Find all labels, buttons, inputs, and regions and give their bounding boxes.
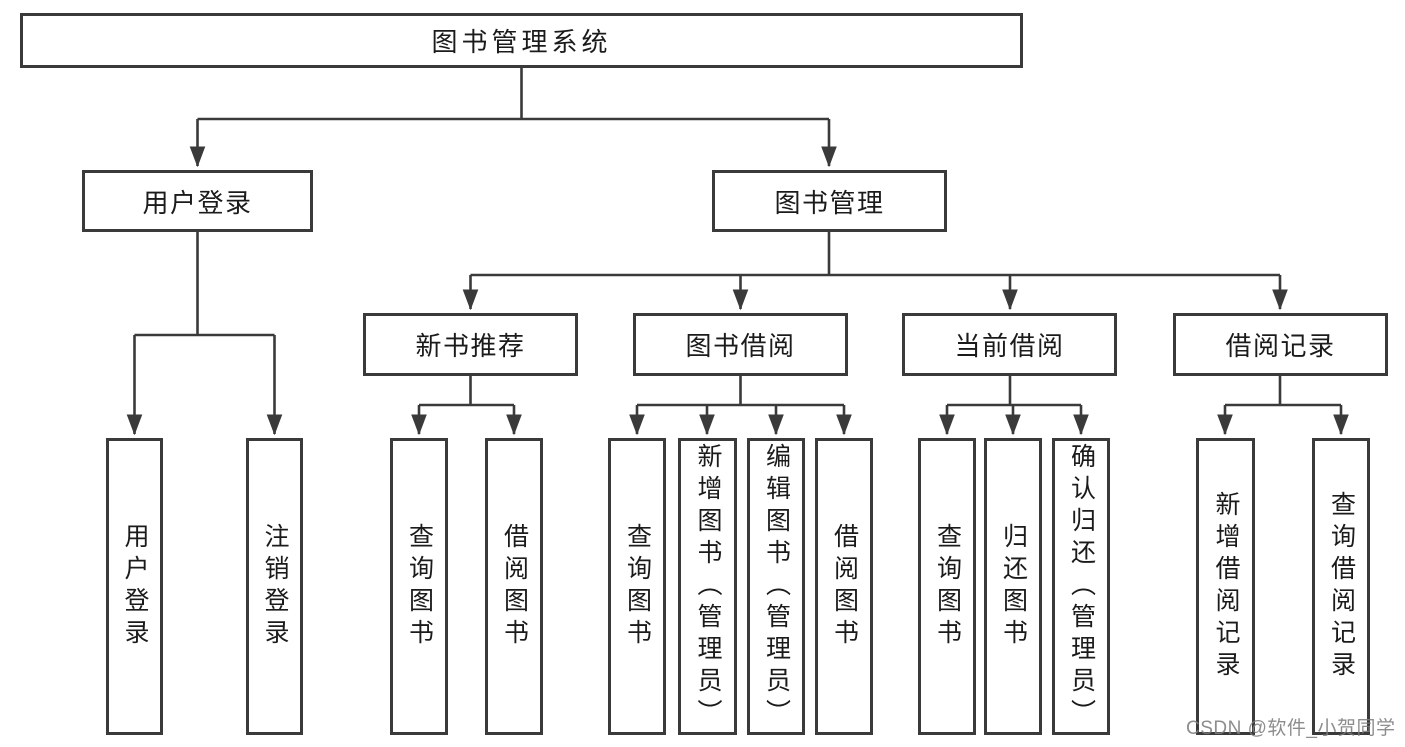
node-book-management: 图书管理	[712, 170, 947, 232]
node-borrowing-records: 借阅记录	[1173, 313, 1388, 376]
node-leaf-user-login: 用户登录	[106, 438, 163, 735]
node-book-borrowing: 图书借阅	[633, 313, 848, 376]
node-leaf-add-books-admin: 新增图书（管理员）	[678, 438, 737, 735]
node-leaf-query-borrow-record: 查询借阅记录	[1312, 438, 1370, 735]
node-leaf-borrow-books: 借阅图书	[815, 438, 873, 735]
node-leaf-edit-books-admin: 编辑图书（管理员）	[747, 438, 805, 735]
node-library-management-system: 图书管理系统	[20, 13, 1023, 68]
node-leaf-add-borrow-record: 新增借阅记录	[1196, 438, 1255, 735]
node-leaf-return-books: 归还图书	[984, 438, 1042, 735]
node-current-borrowing: 当前借阅	[902, 313, 1117, 376]
node-user-login: 用户登录	[82, 170, 313, 232]
node-leaf-query-books-borrow: 查询图书	[608, 438, 666, 735]
node-leaf-query-books-recommend: 查询图书	[390, 438, 448, 735]
node-leaf-confirm-return-admin: 确认归还（管理员）	[1052, 438, 1110, 735]
csdn-watermark: CSDN @软件_小贺同学	[1186, 718, 1396, 739]
node-new-book-recommendation: 新书推荐	[363, 313, 578, 376]
node-leaf-logout: 注销登录	[246, 438, 303, 735]
node-leaf-borrow-books-recommend: 借阅图书	[485, 438, 543, 735]
node-leaf-query-books-current: 查询图书	[918, 438, 976, 735]
